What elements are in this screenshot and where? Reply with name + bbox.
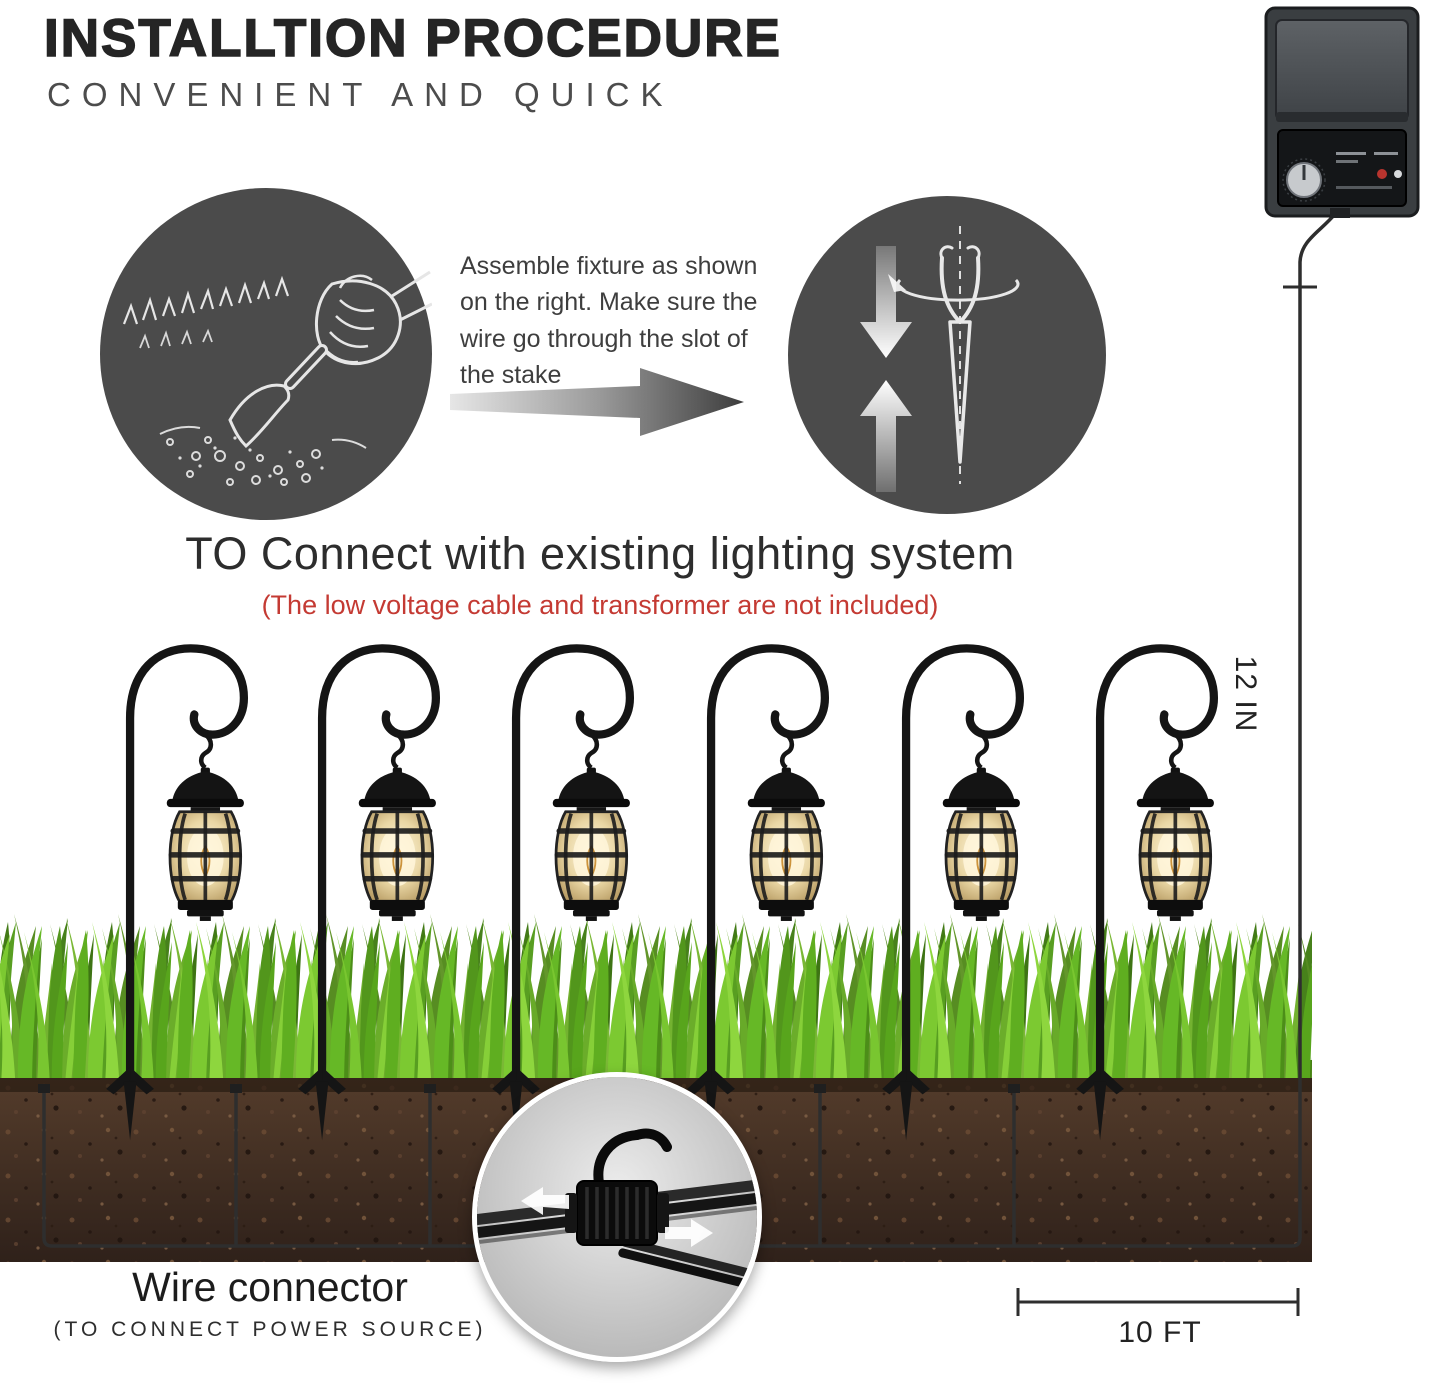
wire-connector-inset (472, 1072, 762, 1362)
transformer-graphic (1264, 6, 1420, 218)
arrow-right-icon (450, 368, 744, 436)
dimension-height-label: 12 IN (1229, 655, 1262, 733)
page-title: INSTALLTION PROCEDURE (43, 8, 782, 69)
lantern-light (873, 630, 1075, 1144)
arrow-left-icon (521, 1187, 569, 1215)
connect-heading: TO Connect with existing lighting system (185, 528, 1015, 579)
stake-install-illustration (788, 196, 1106, 514)
wire-connector-sublabel: (TO CONNECT POWER SOURCE) (53, 1318, 487, 1341)
lantern-light (289, 630, 491, 1144)
dimension-spacing-line (1016, 1288, 1300, 1316)
digging-illustration (100, 188, 432, 520)
lantern-light (678, 630, 880, 1144)
arrow-right-icon (665, 1219, 713, 1247)
dimension-spacing-label: 10 FT (1118, 1316, 1202, 1349)
wire-connector-label: Wire connector (132, 1264, 408, 1310)
arrow-up-icon (860, 380, 912, 492)
lantern-light (97, 630, 299, 1144)
lantern-light (483, 630, 685, 1144)
assembly-note: Assemble fixture as shown on the right. … (460, 252, 758, 389)
arrow-down-icon (860, 246, 912, 358)
page-subtitle: CONVENIENT AND QUICK (47, 76, 674, 113)
connect-note: (The low voltage cable and transformer a… (261, 590, 939, 620)
